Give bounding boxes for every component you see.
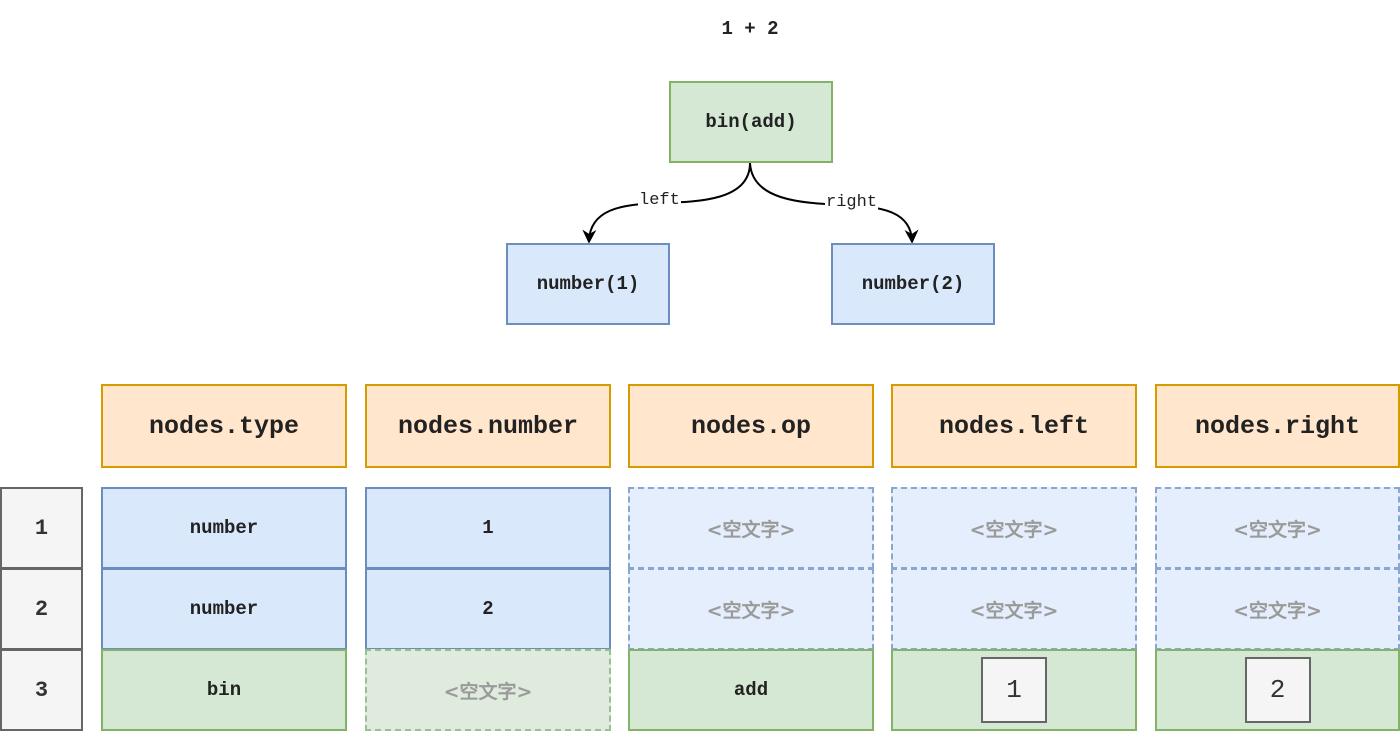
cell-r1-number: 1: [365, 487, 611, 569]
column-header-left: nodes.left: [891, 384, 1137, 468]
column-header-right: nodes.right: [1155, 384, 1400, 468]
cell-r3-type: bin: [101, 649, 347, 731]
column-header-type: nodes.type: [101, 384, 347, 468]
row-reference-box: 2: [1244, 657, 1311, 723]
empty-placeholder: <空文字>: [706, 518, 796, 541]
cell-r3-left: 1: [891, 649, 1137, 731]
tree-node-left: number(1): [506, 243, 670, 325]
tree-node-root: bin(add): [669, 81, 833, 163]
edge-label-left: left: [638, 191, 681, 210]
row-index-2: 2: [0, 568, 83, 650]
cell-r1-right: <空文字>: [1155, 487, 1400, 569]
cell-r3-op: add: [628, 649, 874, 731]
cell-r2-type: number: [101, 568, 347, 650]
cell-r1-op: <空文字>: [628, 487, 874, 569]
cell-r2-op: <空文字>: [628, 568, 874, 650]
edge-label-right: right: [825, 193, 879, 212]
cell-r1-type: number: [101, 487, 347, 569]
cell-r3-right: 2: [1155, 649, 1400, 731]
empty-placeholder: <空文字>: [443, 680, 533, 703]
cell-r1-left: <空文字>: [891, 487, 1137, 569]
cell-r3-number: <空文字>: [365, 649, 611, 731]
tree-node-right: number(2): [831, 243, 995, 325]
cell-r2-number: 2: [365, 568, 611, 650]
row-index-3: 3: [0, 649, 83, 731]
empty-placeholder: <空文字>: [706, 599, 796, 622]
column-header-number: nodes.number: [365, 384, 611, 468]
row-reference-box: 1: [981, 657, 1047, 723]
cell-r2-left: <空文字>: [891, 568, 1137, 650]
empty-placeholder: <空文字>: [1233, 518, 1322, 541]
empty-placeholder: <空文字>: [969, 599, 1059, 622]
empty-placeholder: <空文字>: [969, 518, 1059, 541]
column-header-op: nodes.op: [628, 384, 874, 468]
row-index-1: 1: [0, 487, 83, 569]
cell-r2-right: <空文字>: [1155, 568, 1400, 650]
empty-placeholder: <空文字>: [1233, 599, 1322, 622]
expression-title: 1 + 2: [721, 18, 779, 40]
